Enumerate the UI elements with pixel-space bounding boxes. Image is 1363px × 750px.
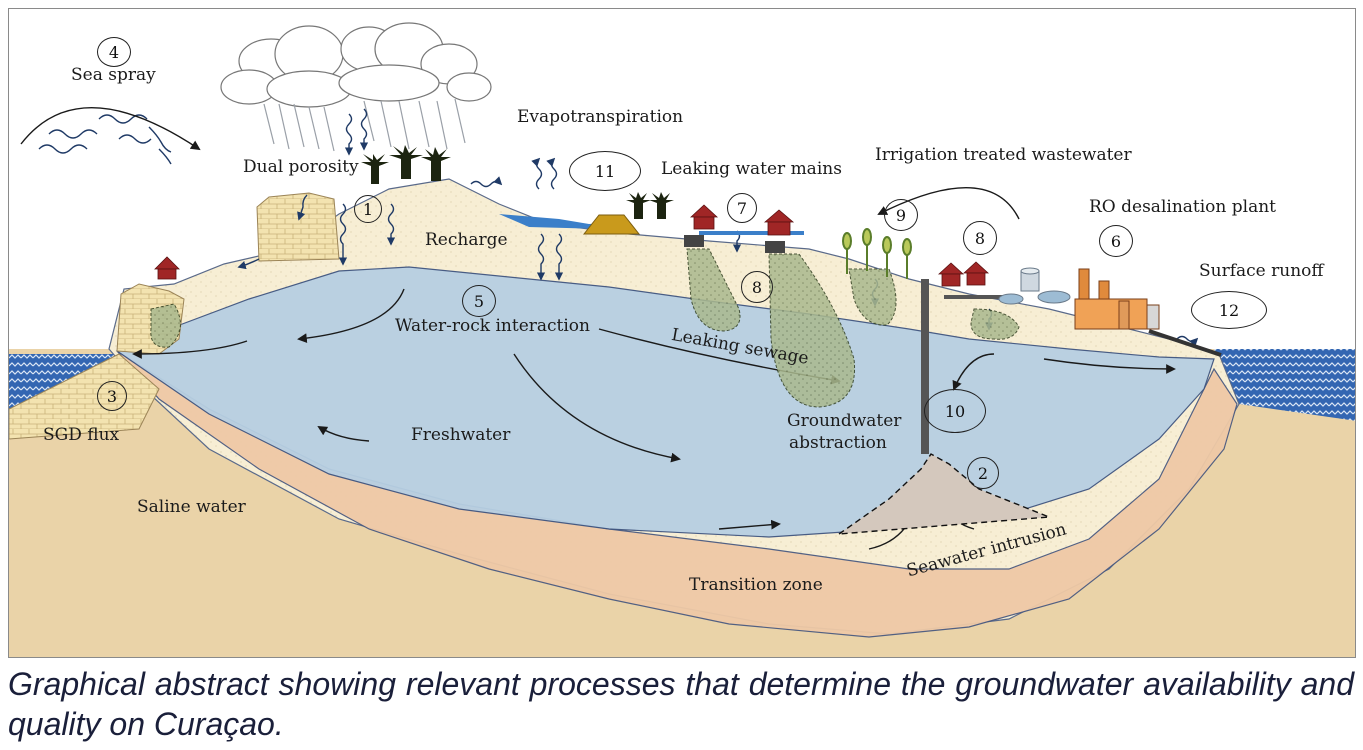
- palm-tree-icon: [361, 145, 674, 219]
- sea-spray-arrow: [20, 107, 201, 151]
- cloud-icon: [220, 22, 492, 108]
- sewer-box: [684, 235, 704, 247]
- evapotranspiration-label: Evapotranspiration: [517, 107, 684, 127]
- marker-9: 9: [884, 199, 918, 231]
- marker-5: 5: [462, 285, 496, 317]
- water-rock-interaction-label: Water-rock interaction: [395, 316, 590, 336]
- runoff-channel: [1148, 329, 1222, 357]
- seawater-intrusion-cone: [836, 453, 1050, 535]
- marker-12: 12: [1191, 291, 1267, 329]
- transition-zone-label: Transition zone: [689, 575, 823, 595]
- sea-spray-label: Sea spray: [71, 65, 156, 85]
- marker-10: 10: [924, 389, 986, 433]
- hydrogeology-diagram: [9, 22, 1355, 657]
- factory-icon: [1074, 268, 1160, 330]
- marker-1: 1: [354, 195, 382, 223]
- leaking-water-mains-label: Leaking water mains: [661, 159, 842, 179]
- water-main: [699, 231, 804, 235]
- marker-8a: 8: [741, 271, 773, 303]
- marker-8b: 8: [963, 221, 997, 255]
- ro-desalination-label: RO desalination plant: [1089, 197, 1276, 217]
- dual-porosity-rock: [256, 192, 340, 262]
- groundwater-abstraction-label-2: abstraction: [789, 433, 887, 453]
- dam: [582, 214, 641, 235]
- rain-icon: [263, 98, 466, 152]
- surface-runoff-label: Surface runoff: [1199, 261, 1324, 281]
- groundwater-abstraction-label: Groundwater: [787, 411, 902, 431]
- sgd-flux-label: SGD flux: [43, 425, 120, 445]
- irrigation-label: Irrigation treated wastewater: [875, 145, 1132, 165]
- marker-6: 6: [1099, 225, 1133, 257]
- freshwater-label: Freshwater: [411, 425, 511, 445]
- recharge-label: Recharge: [425, 230, 508, 250]
- house-icon: [154, 204, 990, 287]
- marker-7: 7: [727, 193, 757, 223]
- marker-3: 3: [97, 381, 127, 411]
- sea-right: [1214, 349, 1355, 421]
- marker-2: 2: [967, 457, 999, 489]
- marker-11: 11: [569, 151, 641, 191]
- saline-water-label: Saline water: [137, 497, 246, 517]
- crop-icon: [842, 228, 912, 279]
- marker-4: 4: [97, 37, 131, 67]
- pipe: [944, 295, 1019, 299]
- well: [921, 279, 929, 454]
- treatment-plant-icon: [998, 267, 1071, 305]
- dual-porosity-label: Dual porosity: [243, 157, 359, 177]
- sgd-rock: [9, 353, 160, 440]
- sewage-plumes: [150, 248, 1020, 408]
- figure-caption: Graphical abstract showing relevant proc…: [8, 666, 1354, 742]
- sewer-box: [765, 241, 785, 253]
- diagram-figure: Sea spray Dual porosity Evapotranspirati…: [8, 8, 1356, 658]
- surface-water: [499, 214, 609, 229]
- sea-spray-squiggles: [38, 114, 172, 165]
